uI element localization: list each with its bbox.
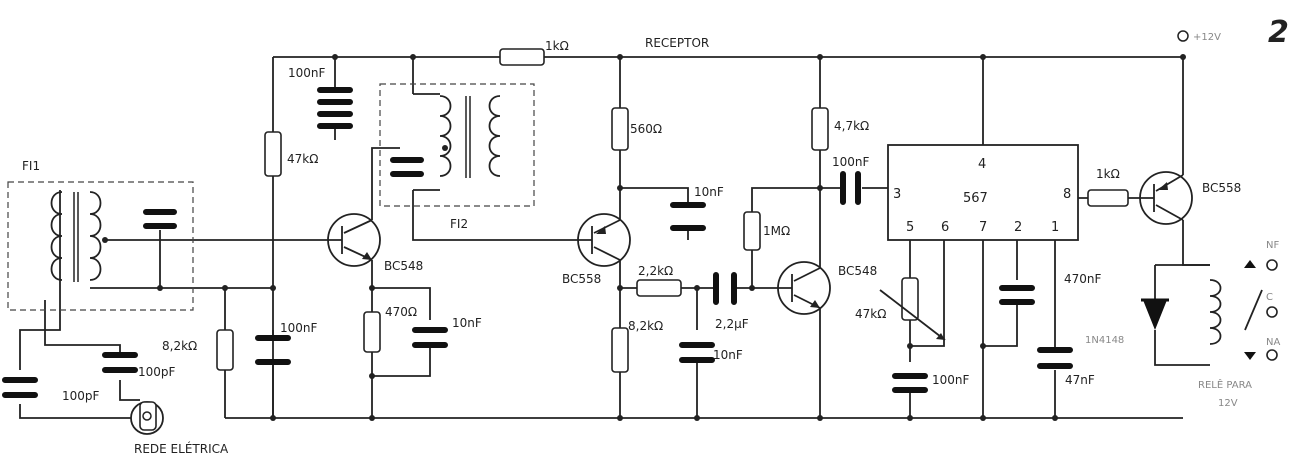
- label-fi1: FI1: [22, 159, 40, 173]
- label-8-2k-left: 8,2kΩ: [162, 339, 197, 353]
- labels: 2 RECEPTOR +12V 1kΩ 100nF 47kΩ FI1 FI2 B…: [22, 15, 1289, 456]
- cap-10nf-top: [670, 202, 706, 231]
- label-10nf-q1: 10nF: [452, 316, 482, 330]
- label-8-2k-right: 8,2kΩ: [628, 319, 663, 333]
- cap-2-2uf: [713, 272, 737, 305]
- cap-47nf: [1037, 347, 1073, 369]
- label-bc558: BC558: [562, 272, 601, 286]
- resistor-4-7k: [811, 107, 829, 151]
- diode-1n4148: [1141, 298, 1169, 330]
- ic-pin-1: 1: [1051, 220, 1059, 235]
- label-470: 470Ω: [385, 305, 417, 319]
- label-10nf-bottom: 10nF: [713, 348, 743, 362]
- label-2-2uf: 2,2µF: [715, 317, 749, 331]
- label-1n4148: 1N4148: [1085, 335, 1124, 346]
- transistor-q4: [1139, 171, 1193, 225]
- cap-100pf-mid: [102, 352, 138, 373]
- cap-10nf-bottom: [679, 342, 715, 363]
- label-1m: 1MΩ: [763, 224, 790, 238]
- mains-plug: [130, 401, 164, 435]
- label-47k: 47kΩ: [287, 152, 318, 166]
- relay: [1209, 259, 1278, 361]
- resistor-1k-right: [1087, 189, 1129, 207]
- wires: [19, 56, 1210, 419]
- fi1-transformer: [7, 181, 194, 311]
- resistor-8-2k-right: [611, 327, 629, 373]
- resistor-560: [611, 107, 629, 151]
- label-nf: NF: [1266, 240, 1279, 251]
- resistor-8-2k-left: [216, 329, 234, 371]
- label-bc558-q4: BC558: [1202, 181, 1241, 195]
- cap-100nf-pin3: [840, 171, 861, 205]
- cap-100nf-left: [255, 335, 291, 365]
- capacitors: [2, 87, 1073, 398]
- resistor-2-2k: [636, 279, 682, 297]
- label-2-2k: 2,2kΩ: [638, 264, 673, 278]
- ic-pin-7: 7: [979, 220, 987, 235]
- transistor-q3: [777, 261, 831, 315]
- cap-100nf-bottom: [892, 373, 928, 393]
- resistor-1m: [743, 211, 761, 251]
- resistors: [216, 48, 1129, 373]
- label-bc548-q1: BC548: [384, 259, 423, 273]
- label-na: NA: [1266, 337, 1280, 348]
- ic-pin-8: 8: [1063, 187, 1071, 202]
- label-10nf-top: 10nF: [694, 185, 724, 199]
- cap-470nf: [999, 285, 1035, 305]
- ic-pin-3: 3: [893, 187, 901, 202]
- label-100nf-top: 100nF: [288, 66, 326, 80]
- ic-pin-6: 6: [941, 220, 949, 235]
- fi2-transformer: [379, 83, 535, 207]
- resistor-47k: [264, 131, 282, 177]
- ic-pin-5: 5: [906, 220, 914, 235]
- label-100pf-left: 100pF: [62, 389, 100, 403]
- label-47nf: 47nF: [1065, 373, 1095, 387]
- label-470nf: 470nF: [1064, 272, 1102, 286]
- junction-dots: [157, 54, 1186, 421]
- supply-terminal: [1177, 30, 1189, 42]
- ic-part-number: 567: [963, 191, 988, 206]
- label-rele-voltage: 12V: [1218, 398, 1238, 409]
- label-1k-right: 1kΩ: [1096, 167, 1120, 181]
- figure-number: 2: [1268, 15, 1289, 50]
- cap-100pf-left: [2, 377, 38, 398]
- ic-pin-2: 2: [1014, 220, 1022, 235]
- label-supply: +12V: [1193, 32, 1221, 43]
- ic-567: [887, 144, 1079, 241]
- label-100nf-left: 100nF: [280, 321, 318, 335]
- label-rede-eletrica: REDE ELÉTRICA: [134, 441, 229, 456]
- label-560: 560Ω: [630, 122, 662, 136]
- label-rele-para: RELÊ PARA: [1198, 378, 1252, 391]
- label-bc548-q3: BC548: [838, 264, 877, 278]
- transistor-q2: [576, 213, 631, 267]
- label-100nf-bottom: 100nF: [932, 373, 970, 387]
- label-c: C: [1266, 292, 1273, 303]
- label-100nf-pin3: 100nF: [832, 155, 870, 169]
- ic-pin-4: 4: [978, 157, 986, 172]
- resistor-1k-top: [499, 48, 545, 66]
- cap-10nf-q1: [412, 327, 448, 348]
- label-100pf-mid: 100pF: [138, 365, 176, 379]
- label-47k-pot: 47kΩ: [855, 307, 886, 321]
- resistor-470: [363, 311, 381, 353]
- label-receptor: RECEPTOR: [645, 36, 709, 50]
- label-fi2: FI2: [450, 217, 468, 231]
- label-4-7k: 4,7kΩ: [834, 119, 869, 133]
- label-1k-top: 1kΩ: [545, 39, 569, 53]
- transistor-q1: [327, 213, 381, 267]
- cap-100nf-top: [317, 87, 353, 129]
